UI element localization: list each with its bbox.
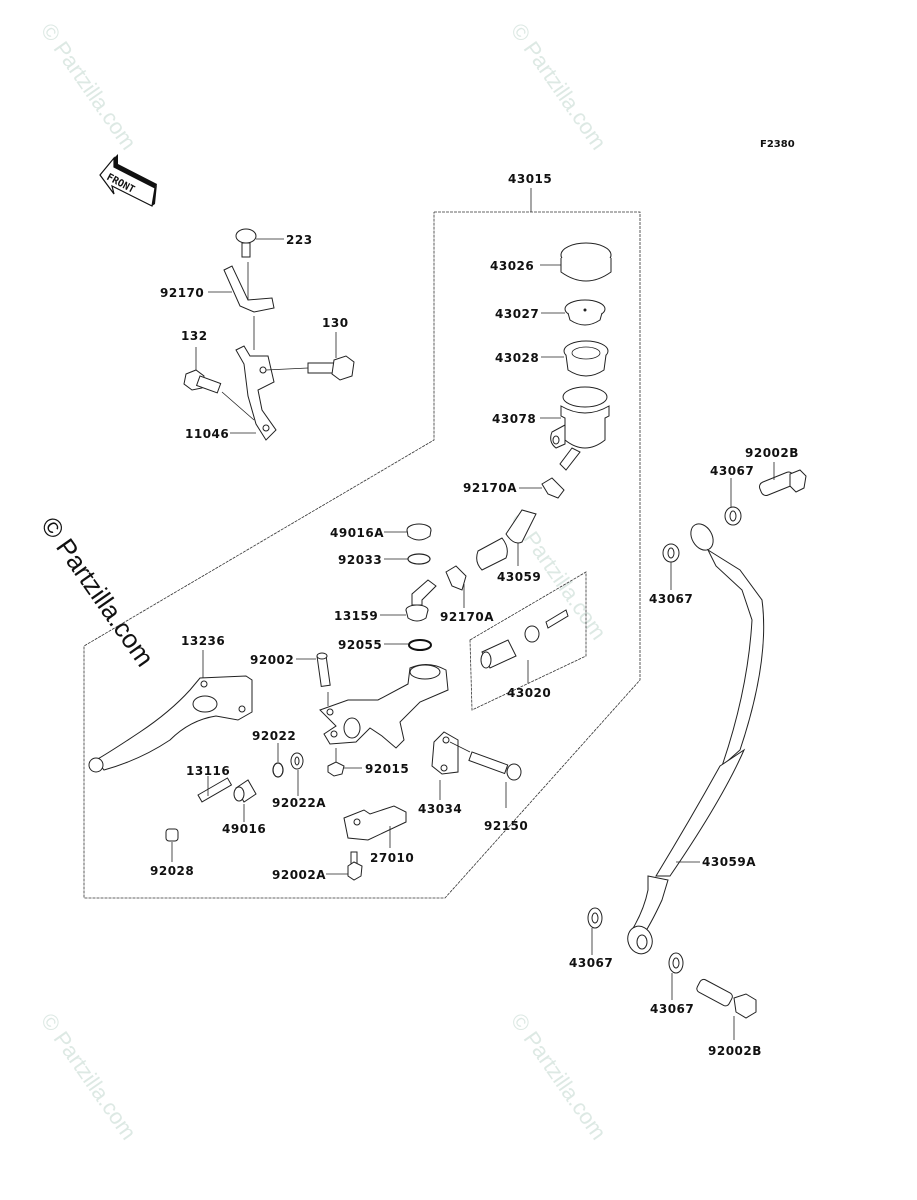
label-49016A: 49016A — [330, 526, 384, 540]
label-92170A-mid: 92170A — [440, 610, 494, 624]
banjo-bolt-92002B-bottom — [696, 978, 757, 1040]
label-92028: 92028 — [150, 864, 194, 878]
cap-43026 — [540, 242, 612, 282]
watermark: © Partzilla.com — [36, 19, 142, 155]
label-92055: 92055 — [338, 638, 382, 652]
lever-13236 — [88, 650, 253, 773]
label-132: 132 — [181, 329, 208, 343]
ring-92033 — [384, 553, 431, 565]
label-43034: 43034 — [418, 802, 462, 816]
label-43059: 43059 — [497, 570, 541, 584]
label-43026: 43026 — [490, 259, 534, 273]
label-43067-b: 43067 — [649, 592, 693, 606]
diaphragm-43028 — [541, 340, 609, 377]
piston-kit-43020 — [480, 609, 569, 683]
banjo-bolt-92002B-top — [759, 462, 807, 496]
label-43028: 43028 — [495, 351, 539, 365]
watermark: © Partzilla.com — [36, 1009, 142, 1145]
clamp-92170A-mid — [445, 565, 467, 608]
label-43059A: 43059A — [702, 855, 756, 869]
nut-92015 — [327, 761, 362, 777]
label-13236: 13236 — [181, 634, 225, 648]
cap-92028 — [165, 828, 179, 862]
washer-43067-b — [662, 543, 680, 590]
front-arrow-icon: FRONT — [99, 154, 157, 207]
label-92170A-top: 92170A — [463, 481, 517, 495]
label-92033: 92033 — [338, 553, 382, 567]
label-43015: 43015 — [508, 172, 552, 186]
bracket-11046 — [230, 316, 277, 441]
label-43027: 43027 — [495, 307, 539, 321]
label-43067-a: 43067 — [710, 464, 754, 478]
washer-43067-a — [724, 478, 742, 526]
reservoir-43078 — [540, 386, 610, 471]
adjuster-49016 — [233, 779, 257, 822]
label-92150: 92150 — [484, 819, 528, 833]
bolt-130 — [265, 332, 355, 381]
label-11046: 11046 — [185, 427, 229, 441]
plate-43027 — [541, 299, 606, 326]
switch-27010 — [343, 805, 407, 848]
clamp-92170A-top — [519, 477, 565, 499]
piston-kit-box — [469, 571, 587, 711]
washer-43067-c — [587, 907, 603, 955]
label-13116: 13116 — [186, 764, 230, 778]
label-49016: 49016 — [222, 822, 266, 836]
pin-13116 — [197, 776, 233, 803]
bolt-92002 — [296, 652, 331, 706]
oring-92055 — [384, 639, 432, 651]
label-43067-d: 43067 — [650, 1002, 694, 1016]
label-27010: 27010 — [370, 851, 414, 865]
label-92015: 92015 — [365, 762, 409, 776]
label-43078: 43078 — [492, 412, 536, 426]
washer-92022A — [290, 752, 304, 796]
clamp-43034 — [431, 731, 459, 800]
label-92002B-top: 92002B — [745, 446, 799, 460]
label-92022: 92022 — [252, 729, 296, 743]
brake-hose-43059A — [627, 523, 765, 955]
circlip-92022 — [272, 743, 284, 778]
fitting-13159 — [380, 579, 437, 622]
label-13159: 13159 — [334, 609, 378, 623]
screw-223 — [235, 228, 284, 258]
label-92022A: 92022A — [272, 796, 326, 810]
screw-92002A — [326, 851, 363, 881]
label-92170: 92170 — [160, 286, 204, 300]
bolt-132 — [183, 347, 255, 421]
label-43020: 43020 — [507, 686, 551, 700]
watermark: © Partzilla.com — [506, 1009, 612, 1145]
washer-43067-d — [668, 952, 684, 1000]
master-cylinder-group-box — [83, 211, 641, 899]
label-43067-c: 43067 — [569, 956, 613, 970]
bracket-92170 — [208, 262, 275, 313]
watermark-dark: © Partzilla.com — [35, 511, 160, 672]
watermark: © Partzilla.com — [506, 19, 612, 155]
label-92002B-bottom: 92002B — [708, 1044, 762, 1058]
hose-43059 — [476, 509, 537, 571]
label-92002: 92002 — [250, 653, 294, 667]
label-92002A: 92002A — [272, 868, 326, 882]
master-cylinder-body — [319, 664, 449, 762]
bolt-92150 — [449, 741, 522, 808]
label-223: 223 — [286, 233, 313, 247]
label-130: 130 — [322, 316, 349, 330]
cap-49016A — [384, 523, 432, 541]
figure-code: F2380 — [760, 139, 795, 150]
